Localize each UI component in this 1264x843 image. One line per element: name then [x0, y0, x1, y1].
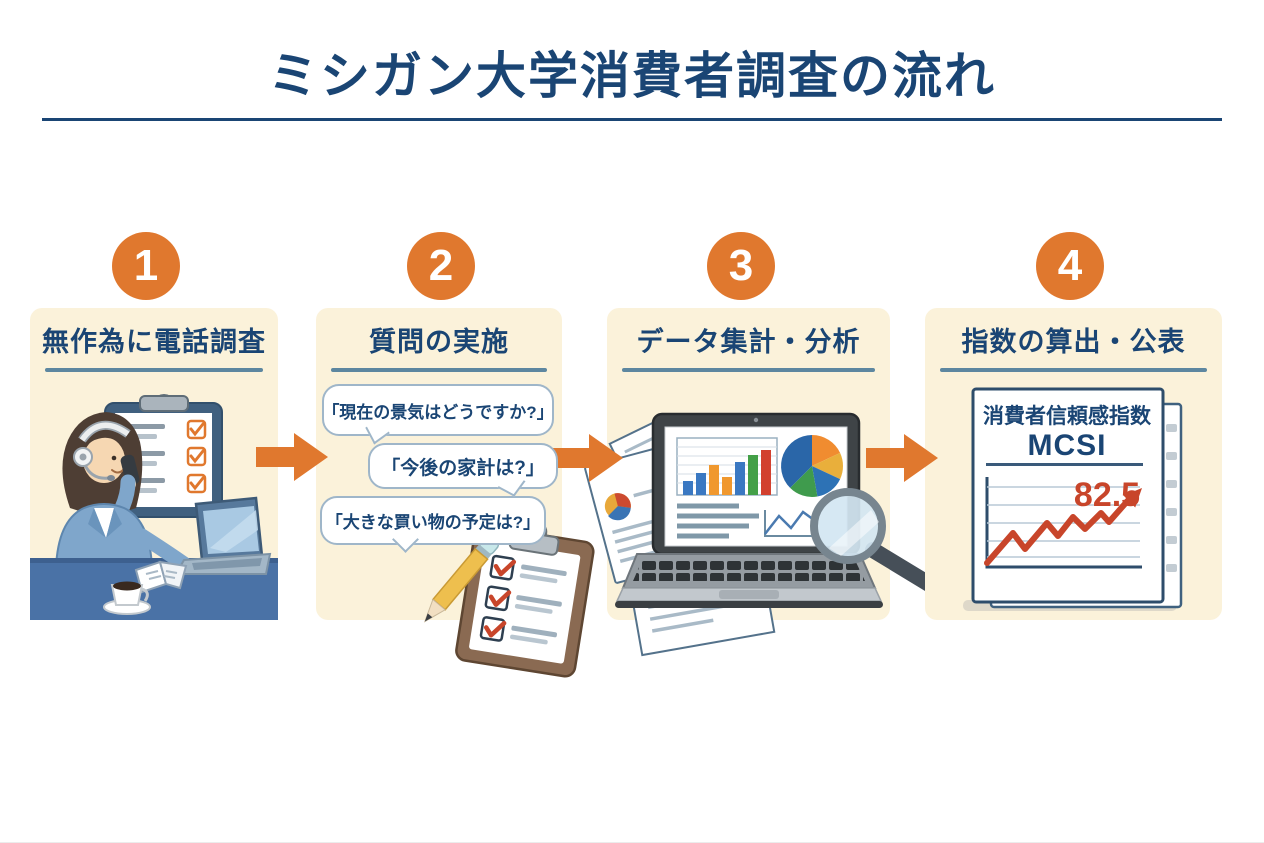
step-3-badge: 3 [707, 232, 775, 300]
notebook-icon [134, 560, 188, 594]
question-bubble-2-text: 「今後の家計は?」 [381, 457, 545, 479]
step-2-title: 質問の実施 [369, 327, 509, 357]
data-analysis-illustration [584, 412, 937, 657]
step-1-title: 無作為に電話調査 [42, 327, 266, 357]
question-bubble-3-text: 「大きな買い物の予定は?」 [325, 513, 541, 532]
mcsi-report-illustration: 消費者信頼感指数 MCSI 82.5 [963, 387, 1183, 611]
trend-arrowhead [1123, 488, 1142, 508]
step-4-badge: 4 [1036, 232, 1104, 300]
title-underline [42, 118, 1222, 121]
coffee-cup-icon [103, 581, 151, 615]
phone-survey-illustration [30, 394, 278, 620]
step-4-title-underline [940, 368, 1207, 372]
step-1-badge: 1 [112, 232, 180, 300]
question-bubble-1: 「現在の景気はどうですか?」 [322, 384, 554, 436]
pie-chart-icon [781, 435, 844, 497]
step-3-panel: データ集計・分析 [584, 308, 937, 657]
flow-arrow-icon [866, 434, 938, 482]
question-bubble-2: 「今後の家計は?」 [368, 443, 558, 489]
step-3-title-underline [622, 368, 875, 372]
operator-person [54, 412, 154, 569]
step-2-title-underline [331, 368, 547, 372]
question-bubble-1-text: 「現在の景気はどうですか?」 [322, 402, 554, 422]
magnifier-icon [810, 488, 937, 592]
headset-icon [73, 420, 131, 481]
laptop-icon [174, 496, 272, 575]
flow-arrow-icon [551, 434, 623, 482]
step-4-panel: 指数の算出・公表 消費者信頼感指数 MCSI [925, 308, 1222, 620]
step-4-title: 指数の算出・公表 [961, 327, 1186, 357]
mcsi-chart: 82.5 [984, 476, 1142, 569]
step-2-badge: 2 [407, 232, 475, 300]
mcsi-document: 消費者信頼感指数 MCSI 82.5 [971, 387, 1165, 604]
question-bubble-3: 「大きな買い物の予定は?」 [320, 496, 546, 545]
line-chart-icon [764, 510, 815, 537]
bar-chart-icon [676, 437, 778, 496]
page-title: ミシガン大学消費者調査の流れ [268, 48, 996, 104]
step-1-panel: 無作為に電話調査 [30, 308, 278, 620]
index-value: 82.5 [1074, 476, 1140, 514]
step-3-title: データ集計・分析 [636, 327, 861, 357]
index-name: MCSI [1028, 429, 1107, 462]
flow-arrow-icon [256, 433, 328, 481]
document-heading: 消費者信頼感指数 [983, 404, 1152, 428]
analytics-laptop-icon [615, 412, 883, 608]
step-1-title-underline [45, 368, 263, 372]
